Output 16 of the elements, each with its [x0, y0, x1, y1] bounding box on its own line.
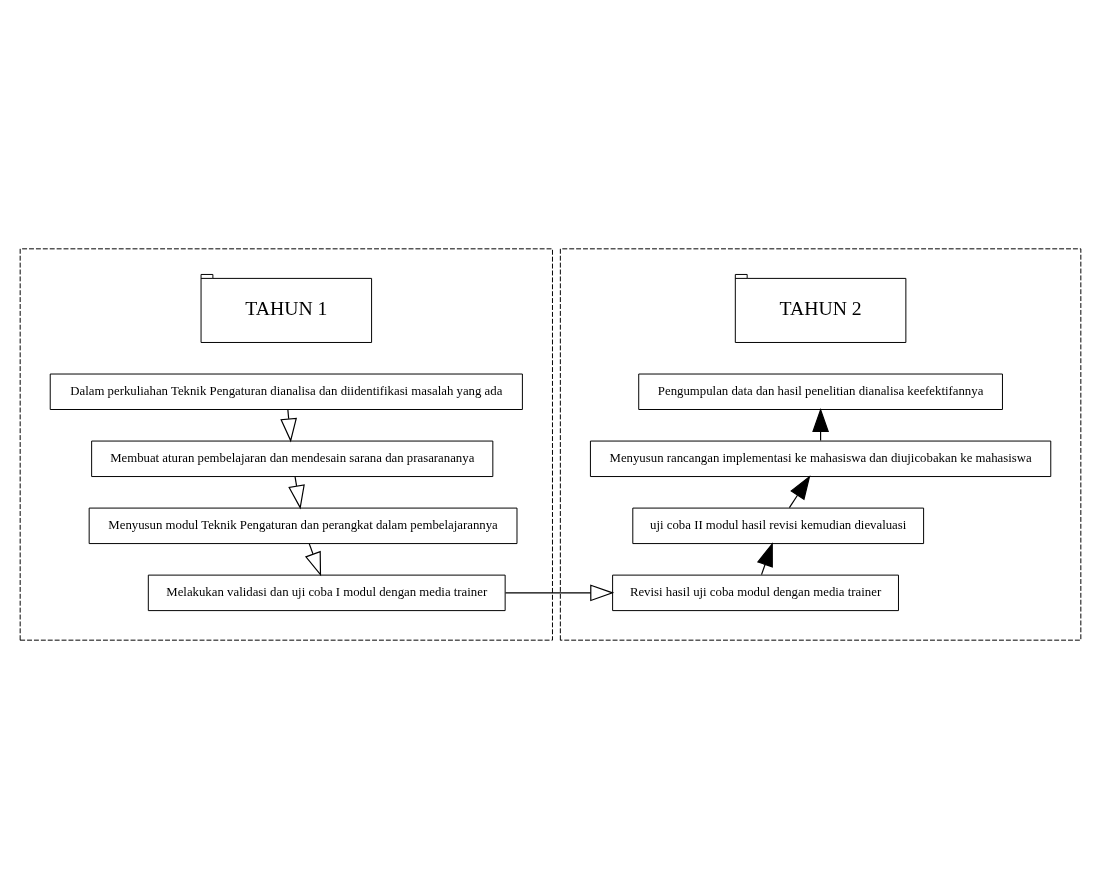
- cluster: [19, 247, 553, 641]
- arrow: [280, 408, 298, 442]
- arrow: [504, 583, 615, 601]
- cluster: [559, 247, 1082, 641]
- node-box: Dalam perkuliahan Teknik Pengaturan dianalisa dan diidentifikasi masalah yang ada: [49, 373, 523, 410]
- node-box: Revisi hasil uji coba modul dengan media trainer: [612, 574, 899, 611]
- node-box: Pengumpulan data dan hasil penelitian dianalisa keefektifannya: [638, 373, 1003, 410]
- node-box: Menyusun modul Teknik Pengaturan dan perangkat dalam pembelajarannya: [88, 507, 518, 544]
- node-box: Melakukan validasi dan uji coba I modul dengan media trainer: [147, 574, 506, 611]
- arrow: [304, 542, 322, 576]
- arrow: [288, 475, 305, 509]
- arrow: [788, 474, 811, 508]
- arrow: [756, 541, 773, 575]
- node-box: Menyusun rancangan implementasi ke mahasiswa dan diujicobakan ke mahasiswa: [589, 440, 1052, 477]
- node-box: Membuat aturan pembelajaran dan mendesain sarana dan prasarananya: [91, 440, 494, 477]
- node-box: uji coba II modul hasil revisi kemudian dievaluasi: [632, 507, 925, 544]
